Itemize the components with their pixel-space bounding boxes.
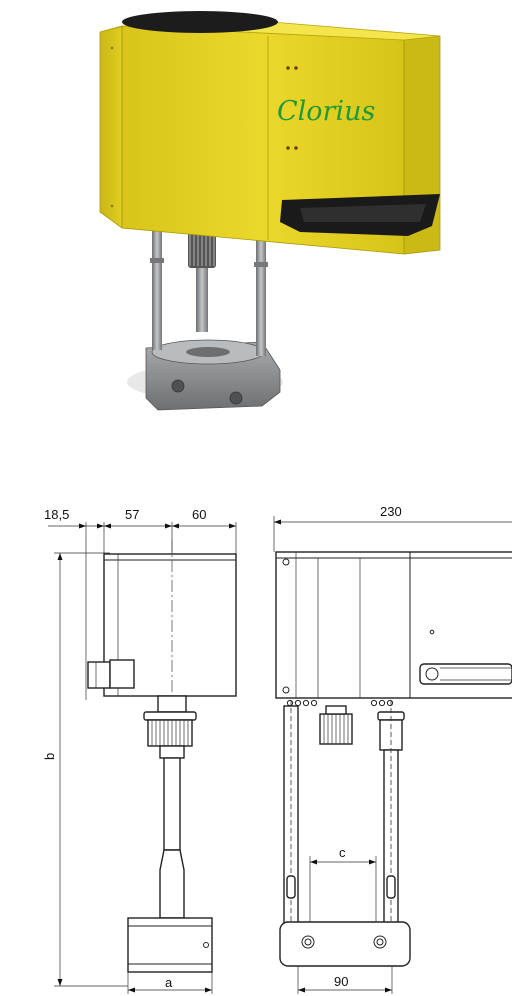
spindle-gear	[188, 228, 216, 332]
dim-side-right: 60	[192, 507, 206, 522]
front-view-drawing: 230	[273, 504, 512, 994]
dim-front-width: 230	[380, 504, 402, 519]
manual-handle	[280, 194, 440, 236]
dim-post-spacing: c	[339, 845, 346, 860]
right-rod	[256, 232, 266, 356]
side-view-drawing: 18,5 57 60 b a	[42, 507, 237, 994]
actuator-photo: Clorius	[99, 11, 441, 411]
dim-height: b	[42, 753, 57, 760]
yellow-housing	[99, 11, 441, 255]
dim-base-width: a	[165, 975, 173, 990]
mounting-base	[145, 339, 281, 411]
left-rod	[152, 226, 162, 350]
dim-side-offset: 18,5	[44, 507, 69, 522]
brand-logo: Clorius	[277, 96, 375, 127]
dim-base-front-width: 90	[334, 974, 348, 989]
dim-side-left: 57	[125, 507, 139, 522]
